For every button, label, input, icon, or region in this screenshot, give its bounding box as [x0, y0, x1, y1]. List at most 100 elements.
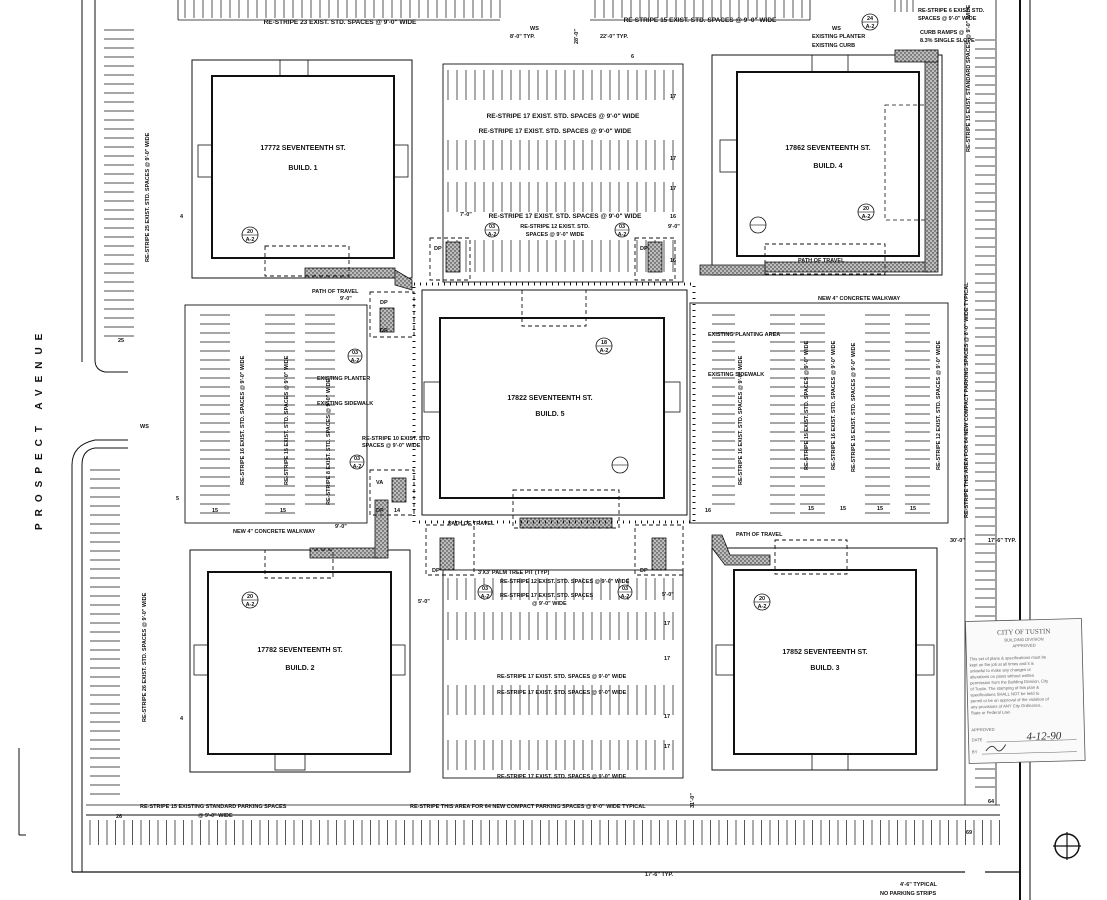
label-bottom-restripe-17a-b: @ 9'-0" WIDE: [532, 601, 567, 607]
label-mid-left-16: RE-STRIPE 16 EXIST. STD. SPACES @ 9'-0" …: [240, 355, 246, 485]
label-dim-31: 31'-0": [690, 793, 696, 808]
label-restripe-6: RE-STRIPE 6 EXIST. STD.: [918, 8, 985, 14]
label-right-restripe-15: RE-STRIPE 15 EXIST. STANDARD SPACES @ 9'…: [966, 4, 972, 152]
stamp-approved: APPROVED: [1012, 643, 1035, 649]
building-4-detail-top: 20: [863, 206, 869, 212]
label-dp-4: DP: [640, 246, 648, 252]
annotation-labels: PROSPECT AVENUE RE-STRIPE 23 EXIST. STD.…: [34, 4, 1016, 897]
building-3-detail-bottom: A-2: [758, 604, 767, 610]
svg-text:15: 15: [877, 506, 883, 512]
label-bottom-restripe-17a: RE-STRIPE 17 EXIST. STD. SPACES: [500, 593, 593, 599]
label-bottom-restripe-17b: RE-STRIPE 17 EXIST. STD. SPACES @ 9'-0" …: [497, 674, 627, 680]
svg-text:A-2: A-2: [351, 358, 360, 364]
svg-text:03: 03: [619, 224, 625, 230]
building-2-detail-top: 20: [247, 594, 253, 600]
stamp-division: BUILDING DIVISION: [1004, 637, 1043, 643]
svg-text:A-2: A-2: [481, 594, 490, 600]
svg-text:03: 03: [354, 456, 360, 462]
building-2-address: 17782 SEVENTEENTH ST.: [257, 647, 342, 654]
label-dp-6: DP: [432, 568, 440, 574]
label-dim-5b: 5'-0": [662, 592, 674, 598]
label-center-top-2: RE-STRIPE 17 EXIST. STD. SPACES @ 9'-0" …: [479, 128, 632, 135]
svg-text:permit or be an approval of th: permit or be an approval of the violatio…: [970, 696, 1049, 703]
svg-text:17: 17: [664, 621, 670, 627]
label-mid-right-15a: RE-STRIPE 15 EXIST. STD. SPACES @ 9'-0" …: [851, 342, 857, 472]
label-bottom-restripe-17c: RE-STRIPE 17 EXIST. STD. SPACES @ 9'-0" …: [497, 690, 627, 696]
label-existing-curb: EXISTING CURB: [812, 43, 855, 49]
label-restripe-6b: SPACES @ 9'-0" WIDE: [918, 16, 977, 22]
label-dim-9a: 9'-0": [668, 224, 680, 230]
label-left-restripe-25: RE-STRIPE 25 EXIST. STD. SPACES @ 9'-0" …: [145, 132, 151, 262]
label-existing-planter-top: EXISTING PLANTER: [812, 34, 865, 40]
label-dim-17-6-bottom: 17'-6" TYP.: [645, 872, 673, 878]
label-mid-right-16a: RE-STRIPE 16 EXIST. STD. SPACES @ 9'-0" …: [738, 355, 744, 485]
building-2-name: BUILD. 2: [285, 665, 314, 672]
label-no-parking-a: 4'-6" TYPICAL: [900, 882, 938, 888]
svg-text:State or Federal Law.: State or Federal Law.: [971, 709, 1011, 715]
label-dp-2: DP: [380, 328, 388, 334]
label-top-right-restripe: RE-STRIPE 15 EXIST. STD. SPACES @ 9'-0" …: [624, 17, 777, 24]
svg-text:15: 15: [280, 508, 286, 514]
svg-text:03: 03: [352, 350, 358, 356]
building-5-detail-bottom: A-2: [600, 348, 609, 354]
detail-callout-03-5: 03 A-2: [477, 584, 493, 600]
svg-text:A-2: A-2: [488, 232, 497, 238]
label-bottom-compact: RE-STRIPE THIS AREA FOR 64 NEW COMPACT P…: [410, 804, 646, 810]
label-bottom-restripe-12: RE-STRIPE 12 EXIST. STD. SPACES @ 9'-0" …: [500, 579, 630, 585]
detail-callout-03-3: 03 A-2: [347, 348, 363, 364]
svg-text:A-2: A-2: [621, 594, 630, 600]
building-4-address: 17862 SEVENTEENTH ST.: [785, 145, 870, 152]
detail-callout-03-4: 03 A-2: [349, 454, 365, 470]
svg-text:any provisions of ANY City Ord: any provisions of ANY City Ordinance,: [971, 703, 1042, 710]
svg-text:03: 03: [622, 586, 628, 592]
label-palm-tree: 3'X3' PALM TREE PIT (TYP): [478, 570, 549, 576]
path-of-travel-boxes: [264, 237, 886, 579]
svg-text:17: 17: [670, 94, 676, 100]
label-new-walkway-right: NEW 4" CONCRETE WALKWAY: [818, 296, 900, 302]
detail-callout-03-6: 03 A-2: [617, 584, 633, 600]
svg-text:A-2: A-2: [618, 232, 627, 238]
building-4-detail-bottom: A-2: [862, 214, 871, 220]
stamp-date-value: 4-12-90: [1026, 730, 1062, 743]
city-approval-stamp: CITY OF TUSTIN BUILDING DIVISION APPROVE…: [965, 618, 1086, 764]
svg-text:4: 4: [180, 716, 184, 722]
label-mid-right-16b: RE-STRIPE 16 EXIST. STD. SPACES @ 9'-0" …: [831, 340, 837, 470]
label-dp-1: DP: [380, 300, 388, 306]
svg-text:4: 4: [180, 214, 184, 220]
svg-text:DATE: DATE: [971, 737, 982, 742]
building-4-name: BUILD. 4: [813, 163, 842, 170]
label-existing-planter-mid: EXISTING PLANTER: [317, 376, 370, 382]
svg-text:APPROVED: APPROVED: [971, 727, 994, 733]
building-4: 17862 SEVENTEENTH ST. BUILD. 4 20 A-2: [711, 54, 943, 276]
label-dim-7: 7'-0": [460, 212, 472, 218]
svg-text:03: 03: [489, 224, 495, 230]
label-existing-planting-area: EXISTING PLANTING AREA: [708, 332, 780, 338]
label-dim-9b: 9'-0": [340, 296, 352, 302]
building-1-address: 17772 SEVENTEENTH ST.: [260, 145, 345, 152]
label-new-walkway-left: NEW 4" CONCRETE WALKWAY: [233, 529, 315, 535]
svg-text:5: 5: [176, 496, 179, 502]
svg-text:25: 25: [118, 338, 124, 344]
svg-text:14: 14: [394, 508, 401, 514]
label-top-left-restripe: RE-STRIPE 23 EXIST. STD. SPACES @ 9'-0" …: [264, 19, 417, 26]
label-dp-3: DP: [434, 246, 442, 252]
label-left-restripe-26: RE-STRIPE 26 EXIST. STD. SPACES @ 9'-0" …: [142, 592, 148, 722]
svg-text:kept on the job at all times a: kept on the job at all times and it is: [970, 661, 1034, 668]
label-mid-right-12: RE-STRIPE 12 EXIST. STD. SPACES @ 9'-0" …: [936, 340, 942, 470]
building-1-detail-top: 20: [247, 229, 253, 235]
svg-text:17: 17: [670, 156, 676, 162]
label-dim-22: 22'-0" TYP.: [600, 34, 628, 40]
label-single-slope: 8.3% SINGLE SLOPE: [920, 38, 975, 44]
building-3-detail-top: 20: [759, 596, 765, 602]
building-1-detail-bottom: A-2: [246, 237, 255, 243]
svg-text:A-2: A-2: [353, 464, 362, 470]
label-ws-top: WS: [530, 26, 539, 32]
label-dim-17-6: 17'-6" TYP.: [988, 538, 1016, 544]
svg-text:This set of plans & specificat: This set of plans & specifications must …: [969, 654, 1047, 661]
label-dim-28: 28'-0": [574, 29, 580, 44]
label-ws-left: WS: [140, 424, 149, 430]
svg-text:16: 16: [670, 258, 676, 264]
building-1-name: BUILD. 1: [288, 165, 317, 172]
svg-text:17: 17: [664, 744, 670, 750]
